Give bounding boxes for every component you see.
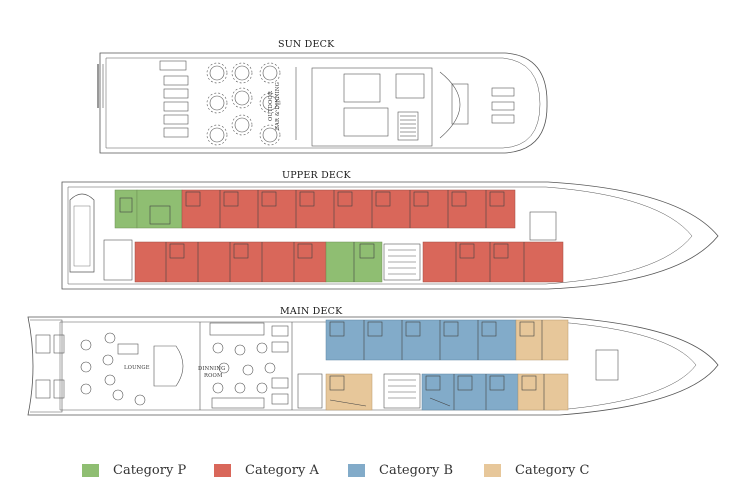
main-stairs (297, 349, 619, 409)
sun-deck-title: SUN DECK (278, 39, 335, 50)
cabin-a-upper-bottom-2 (422, 241, 564, 283)
legend-label-c: Category C (515, 462, 590, 478)
upper-deck-hull (61, 181, 719, 290)
legend-label-a: Category A (245, 462, 319, 478)
lounge-label: LOUNGE (124, 365, 150, 371)
cabin-p-upper-2 (136, 189, 183, 229)
legend-swatch-c (484, 463, 501, 477)
legend-category-a: Category A (214, 462, 319, 478)
upper-bottom-cabin-walls (165, 242, 525, 282)
stern-loungers (35, 334, 65, 399)
legend-swatch-a (214, 463, 231, 477)
sun-deck-hull (99, 52, 548, 154)
sun-deck-inner-rail (105, 57, 541, 149)
legend-swatch-p (82, 463, 99, 477)
cabin-b-main-bottom (421, 373, 519, 411)
sun-deck: SUN DECK OUTDOOR BAR & DINNING (97, 39, 548, 154)
upper-top-cabin-walls (119, 190, 505, 228)
main-deck: MAIN DECK LOUNGE DINNING ROOM (27, 306, 719, 416)
sun-loungers (159, 60, 515, 138)
main-deck-inner-rail (59, 321, 697, 411)
outdoor-dining-tables (206, 62, 281, 146)
sun-outdoor-label: OUTDOOR (268, 90, 274, 121)
category-legend: Category P Category A Category B Categor… (0, 456, 732, 486)
main-cabin-walls (329, 320, 545, 410)
dining-label-2: ROOM (204, 373, 223, 379)
legend-label-b: Category B (379, 462, 454, 478)
sun-bar-label: BAR & DINNING (275, 82, 281, 130)
lounge-bar (153, 345, 184, 387)
upper-stairs (103, 211, 557, 281)
legend-category-c: Category C (484, 462, 589, 478)
cabin-p-upper-1 (114, 189, 138, 229)
main-deck-title: MAIN DECK (280, 306, 343, 317)
legend-category-p: Category P (82, 462, 186, 478)
legend-swatch-b (348, 463, 365, 477)
cabin-c-main-bottom-1 (325, 373, 373, 411)
lifeboat (69, 193, 95, 273)
main-deck-hull (27, 316, 719, 416)
upper-deck-title: UPPER DECK (282, 170, 352, 181)
sun-deck-bar-structure (295, 67, 469, 147)
cabin-c-main-bottom-2 (517, 373, 569, 411)
lounge-tables (80, 332, 146, 406)
upper-deck: UPPER DECK (61, 170, 719, 290)
legend-label-p: Category P (113, 462, 187, 478)
dining-tables (209, 322, 289, 409)
cabin-a-upper-bottom-1 (134, 241, 327, 283)
cabin-b-main-top (325, 319, 517, 361)
cabin-a-upper-top (181, 189, 516, 229)
legend-category-b: Category B (348, 462, 453, 478)
upper-deck-inner-rail (67, 186, 693, 285)
dining-label-1: DINNING (198, 366, 225, 372)
